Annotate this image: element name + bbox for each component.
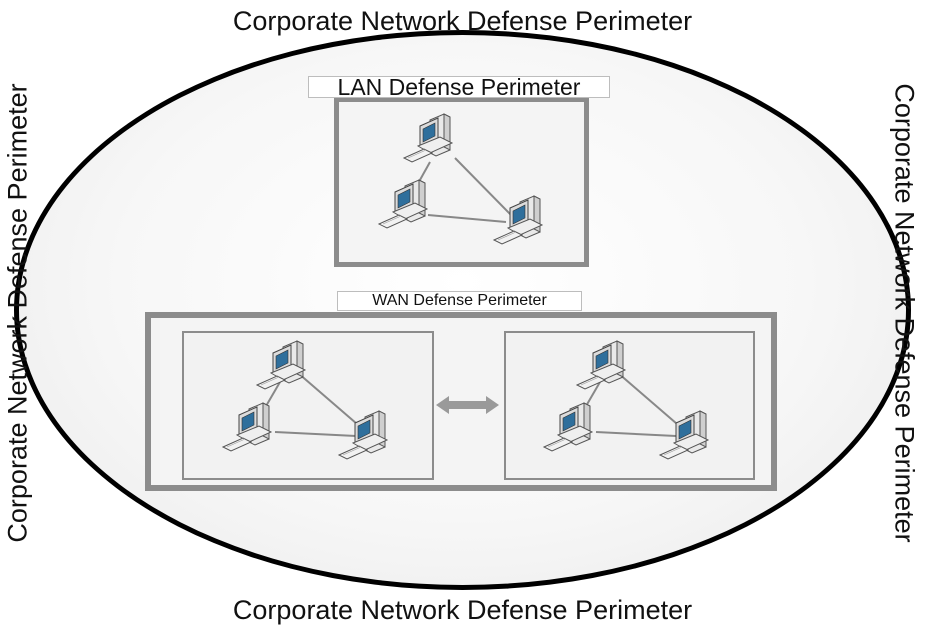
computer-icon bbox=[378, 179, 428, 229]
wan-site-left-box bbox=[182, 331, 434, 480]
bidirectional-arrow-icon bbox=[436, 396, 499, 414]
computer-icon bbox=[543, 402, 593, 452]
computer-icon bbox=[403, 113, 453, 163]
lan-links bbox=[410, 157, 515, 223]
computer-icon bbox=[493, 195, 543, 245]
lan-perimeter-box bbox=[334, 97, 589, 267]
computer-icon bbox=[256, 340, 306, 390]
lan-perimeter-title: LAN Defense Perimeter bbox=[308, 76, 610, 99]
wan-site-right-box bbox=[504, 331, 755, 480]
wan-perimeter-title: WAN Defense Perimeter bbox=[337, 291, 582, 311]
corporate-perimeter-label-top: Corporate Network Defense Perimeter bbox=[232, 6, 693, 36]
computer-icon bbox=[222, 402, 272, 452]
corporate-perimeter-label-bottom: Corporate Network Defense Perimeter bbox=[232, 595, 693, 625]
computer-icon bbox=[576, 340, 626, 390]
